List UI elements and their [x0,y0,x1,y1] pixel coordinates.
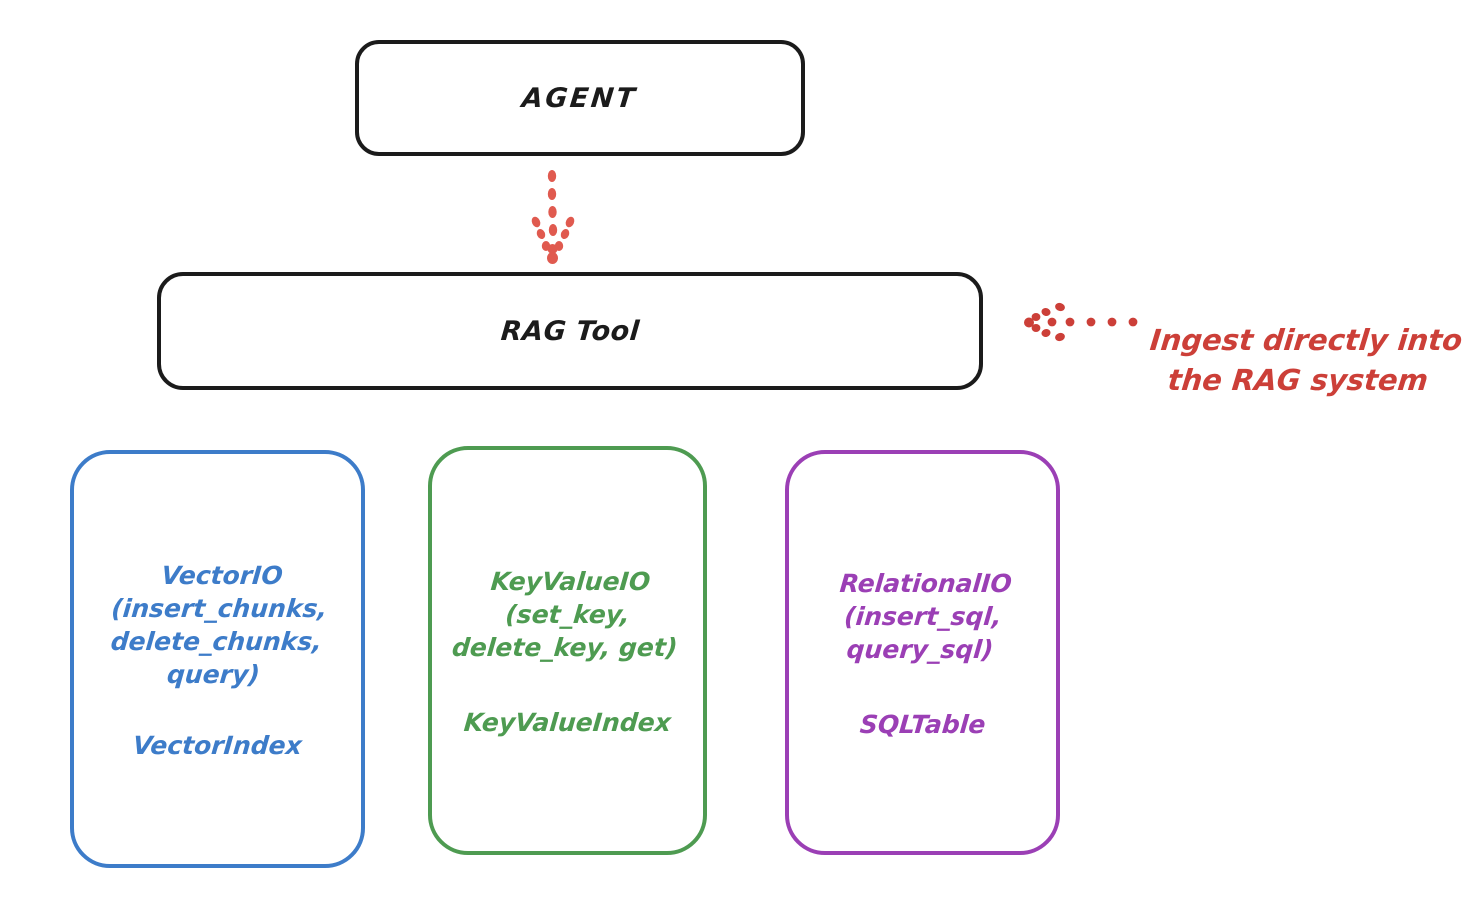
key-value-io-card[interactable]: KeyValueIO (set_key, delete_key, get) Ke… [428,446,707,855]
ingest-annotation-line2: the RAG system [1166,363,1430,398]
relational-io-card[interactable]: RelationalIO (insert_sql, query_sql) SQL… [785,450,1060,855]
annotation-to-rag-arrow [1024,302,1138,342]
vector-io-card[interactable]: VectorIO (insert_chunks, delete_chunks, … [70,450,365,868]
relational-io-api-label: RelationalIO (insert_sql, query_sql) [838,568,1013,664]
ingest-annotation: Ingest directly into the RAG system [1139,279,1484,441]
key-value-io-api-label: KeyValueIO (set_key, delete_key, get) [450,566,679,662]
sql-table-label: SQLTable [858,709,987,739]
vector-index-label: VectorIndex [131,730,304,760]
ingest-annotation-line1: Ingest directly into [1148,322,1465,357]
agent-node-label: AGENT [520,82,640,114]
key-value-index-label: KeyValueIndex [462,707,673,737]
rag-tool-node[interactable]: RAG Tool [157,272,983,390]
agent-node[interactable]: AGENT [355,40,805,156]
vector-io-api-label: VectorIO (insert_chunks, delete_chunks, … [109,560,329,689]
rag-tool-node-label: RAG Tool [499,315,641,347]
agent-to-rag-arrow [531,170,575,264]
